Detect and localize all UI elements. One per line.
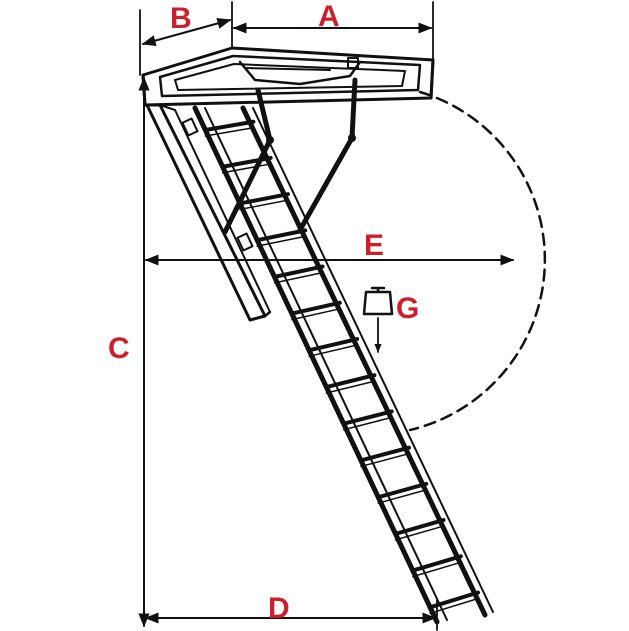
ladder bbox=[192, 105, 494, 625]
ladder-rung-edge bbox=[291, 308, 341, 321]
ladder-rung bbox=[410, 554, 463, 573]
ladder-rung-edge bbox=[394, 525, 445, 541]
ladder-rung-edge bbox=[239, 199, 289, 211]
hatch-door bbox=[145, 103, 272, 322]
ladder-rung-edge bbox=[221, 163, 272, 174]
ladder-rung-edge bbox=[256, 235, 306, 247]
dimension-a: A bbox=[231, 0, 434, 61]
ladder-rung bbox=[324, 373, 377, 390]
label-d: D bbox=[268, 592, 290, 625]
weight-icon bbox=[362, 286, 394, 316]
ladder-rung bbox=[393, 518, 446, 536]
label-g: G bbox=[396, 292, 419, 325]
dimension-e: E bbox=[144, 229, 515, 266]
dimension-c: C bbox=[108, 76, 150, 628]
swing-arc bbox=[408, 90, 547, 432]
ladder-rung bbox=[376, 481, 429, 500]
ladder-rung-edge bbox=[377, 489, 427, 504]
ladder-rung bbox=[255, 228, 308, 243]
ladder-rung bbox=[272, 264, 325, 279]
ladder-rung-edge bbox=[412, 561, 462, 578]
ladder-rung-edge bbox=[342, 416, 393, 431]
ladder-rung-edge bbox=[204, 126, 255, 137]
ladder-rung bbox=[307, 337, 360, 353]
dimension-b: B bbox=[139, 2, 232, 76]
ladder-rung-edge bbox=[360, 452, 410, 468]
ladder-rung bbox=[341, 409, 394, 426]
ladder-rung-edge bbox=[308, 344, 358, 358]
ladder-left-rail bbox=[192, 105, 440, 625]
label-c: C bbox=[108, 332, 130, 365]
dimension-d: D bbox=[144, 592, 438, 631]
label-b: B bbox=[170, 2, 192, 35]
ladder-rung-edge bbox=[429, 597, 479, 615]
hatch-frame bbox=[141, 46, 435, 107]
load-weight: G bbox=[362, 286, 419, 353]
label-a: A bbox=[318, 0, 340, 33]
ladder-rung-edge bbox=[273, 271, 324, 284]
ladder-right-rail bbox=[240, 105, 488, 618]
ladder-rung bbox=[220, 155, 273, 169]
ladder-rung bbox=[237, 192, 290, 206]
label-e: E bbox=[364, 229, 384, 262]
ladder-rung bbox=[203, 119, 256, 133]
ladder-rung bbox=[428, 590, 481, 610]
ladder-rung-edge bbox=[325, 380, 376, 394]
ladder-rungs bbox=[203, 119, 481, 615]
ladder-rung bbox=[289, 300, 342, 316]
ladder-rung bbox=[358, 445, 411, 463]
